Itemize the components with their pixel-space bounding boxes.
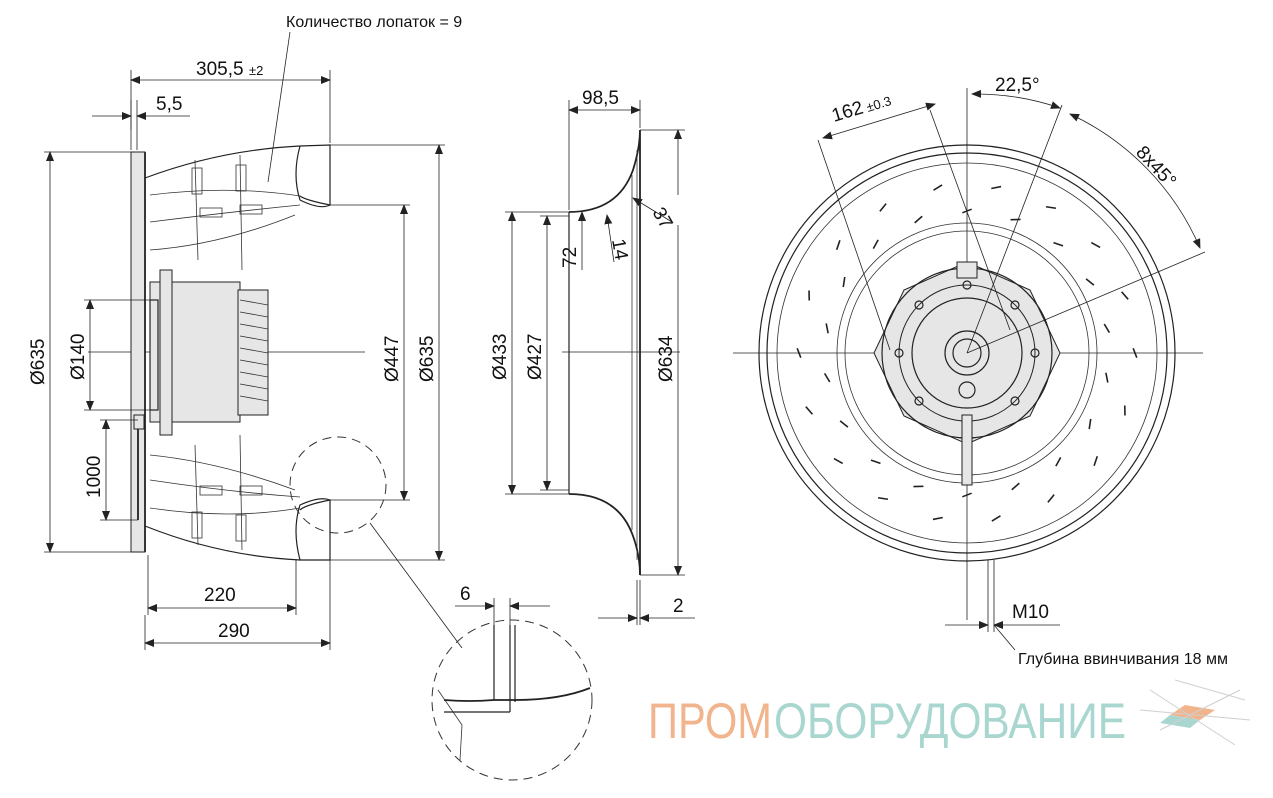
blade-slot	[877, 496, 889, 501]
dim-2: 2	[673, 596, 684, 617]
dim-305: 305,5	[196, 59, 244, 80]
dim-14: 14	[607, 237, 631, 262]
blade-slot	[1053, 241, 1064, 247]
blade-slot	[805, 406, 814, 415]
dim-447: Ø447	[382, 336, 403, 382]
blade-slot	[1120, 291, 1129, 300]
dim-634: Ø634	[656, 335, 677, 382]
blade-slot	[914, 215, 923, 224]
blade-slot	[1105, 372, 1109, 383]
blade-slot	[796, 348, 802, 358]
blade-slot	[1103, 323, 1111, 334]
blade-slots	[796, 184, 1138, 522]
dim-1000: 1000	[84, 456, 105, 498]
blade-slot	[872, 239, 879, 249]
blade-slot	[839, 420, 849, 428]
dim-37: 37	[648, 204, 677, 233]
logo-text-part2: ОБОРУДОВАНИЕ	[774, 693, 1126, 749]
dim-162-tol: ±0.3	[864, 93, 893, 115]
blade-slot	[1088, 418, 1092, 430]
front-cable	[961, 414, 973, 486]
blade-slot	[932, 516, 943, 521]
blade-count-label: Количество лопаток = 9	[286, 14, 462, 31]
dim-98: 98,5	[582, 88, 619, 109]
blade-slot	[991, 515, 1001, 522]
dim-427: Ø427	[525, 334, 546, 380]
dim-m10: M10	[1012, 602, 1049, 623]
blade-slot	[1045, 205, 1057, 210]
blade-slot	[933, 184, 943, 191]
blade-slot	[1055, 457, 1062, 467]
logo-text-part1: ПРОМ	[648, 693, 772, 749]
nozzle-view: 98,5 37 14 72 Ø433 Ø427 Ø634 2	[490, 88, 695, 625]
dim-140: Ø140	[68, 334, 89, 380]
dim-635-right: Ø635	[417, 336, 438, 382]
dim-8x45: 8x45°	[1131, 142, 1180, 192]
blade-slot	[1047, 494, 1055, 503]
logo-icon	[1139, 679, 1251, 746]
dim-305-tol: ±2	[249, 63, 263, 78]
detail-view: 6	[431, 584, 593, 781]
blade-slot	[823, 372, 831, 383]
detail-marker-circle	[289, 436, 387, 534]
dim-72: 72	[560, 247, 581, 268]
wheel-shroud-top	[144, 144, 331, 206]
dim-433: Ø433	[490, 334, 511, 380]
dim-5: 5,5	[156, 94, 182, 115]
blade-slot	[1085, 278, 1095, 286]
screw-depth-label: Глубина ввинчивания 18 мм	[1018, 651, 1228, 668]
blade-slot	[879, 203, 887, 212]
wheel-shroud-bottom	[144, 499, 331, 561]
side-view: 305,5 ±2 5,5 Ø635 Ø140 1000 Ø447 Ø635	[28, 14, 463, 650]
dim-6: 6	[460, 584, 471, 605]
blade-slot	[870, 459, 881, 465]
dim-635-left: Ø635	[28, 339, 49, 385]
logo: ПРОМ ОБОРУДОВАНИЕ	[648, 679, 1251, 749]
dim-162: 162	[829, 97, 865, 126]
blade-slot	[991, 185, 1002, 190]
blade-slot	[1132, 348, 1138, 358]
dim-290: 290	[218, 621, 250, 642]
blade-slot	[962, 492, 972, 498]
blade-slot	[1011, 482, 1020, 491]
blade-slot	[1093, 455, 1099, 466]
blade-slot	[842, 276, 846, 288]
blade-slot	[835, 240, 841, 251]
blade-slot	[1090, 241, 1101, 249]
detail-circle	[431, 619, 593, 781]
blade-slot	[825, 323, 829, 334]
nozzle-profile	[568, 129, 641, 575]
blade-slot	[833, 457, 844, 465]
front-view: 162 ±0.3 22,5° 8x45° M10 Глубина ввинчив…	[733, 75, 1228, 668]
dim-22: 22,5°	[995, 75, 1040, 96]
dim-220: 220	[204, 585, 236, 606]
